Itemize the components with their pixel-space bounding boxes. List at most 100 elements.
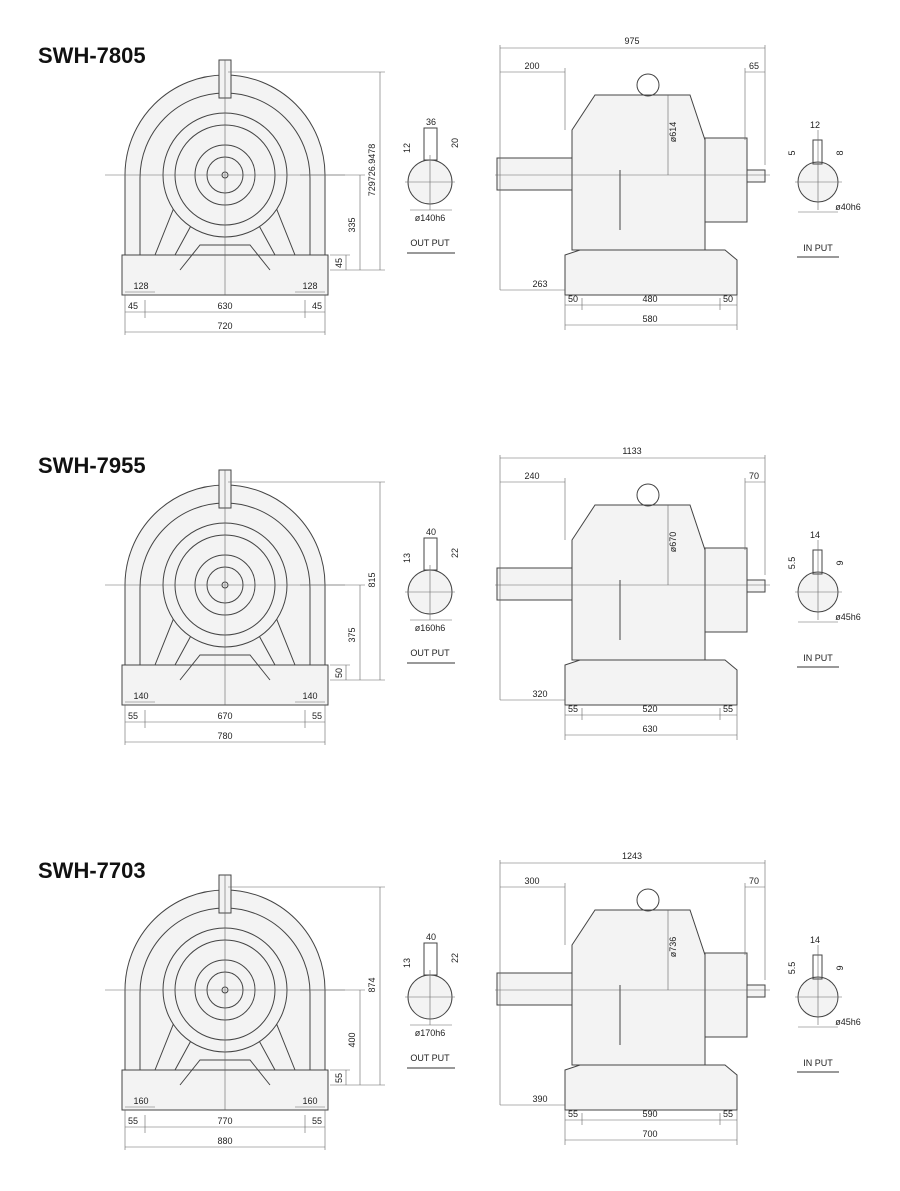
input-key-depth: 5 <box>787 150 797 155</box>
output-shaft <box>496 972 573 1006</box>
base-edge-left-dim: 55 <box>568 1109 578 1119</box>
shaft-length-dim: 240 <box>524 471 539 481</box>
output-label: OUT PUT <box>410 1053 450 1063</box>
output-diameter: ø160h6 <box>415 623 446 633</box>
input-key-height: 8 <box>835 150 845 155</box>
motor-offset-dim: 65 <box>749 61 759 71</box>
output-key <box>423 942 438 976</box>
base-edge-left-dim: 55 <box>568 704 578 714</box>
lifting-eye-side <box>636 483 660 507</box>
output-key-width: 40 <box>426 932 436 942</box>
support-ribs <box>154 994 296 1071</box>
input-underline <box>797 666 839 668</box>
foot-right-dim: 128 <box>302 281 317 291</box>
center-height-dim: 375 <box>347 627 357 642</box>
gearbox-housing <box>571 94 706 251</box>
bolt-span-dim: 770 <box>217 1116 232 1126</box>
output-diameter: ø170h6 <box>415 1028 446 1038</box>
center-height-dim: 400 <box>347 1032 357 1047</box>
foot-left-dim: 128 <box>133 281 148 291</box>
motor-offset-dim: 70 <box>749 471 759 481</box>
output-key <box>423 537 438 571</box>
gearbox-housing <box>571 909 706 1066</box>
input-diameter: ø45h6 <box>835 612 861 622</box>
input-key-width: 14 <box>810 530 820 540</box>
base-span-dim: 590 <box>642 1109 657 1119</box>
output-underline <box>407 662 455 664</box>
edge-left-dim: 55 <box>128 1116 138 1126</box>
edge-right-dim: 55 <box>312 1116 322 1126</box>
output-shaft <box>496 157 573 191</box>
base-edge-right-dim: 55 <box>723 1109 733 1119</box>
edge-right-dim: 55 <box>312 711 322 721</box>
bolt-span-dim: 670 <box>217 711 232 721</box>
input-shaft <box>746 169 766 183</box>
foot-left-dim: 160 <box>133 1096 148 1106</box>
total-length-dim: 1133 <box>622 446 641 456</box>
input-key-depth: 5.5 <box>787 557 797 570</box>
input-shaft <box>746 579 766 593</box>
output-diameter: ø140h6 <box>415 213 446 223</box>
input-label: IN PUT <box>803 1058 833 1068</box>
output-underline <box>407 1067 455 1069</box>
output-key-depth: 12 <box>402 143 412 153</box>
total-width-dim: 720 <box>217 321 232 331</box>
output-label: OUT PUT <box>410 648 450 658</box>
base-edge-right-dim: 50 <box>723 294 733 304</box>
base-length-dim: 580 <box>642 314 657 324</box>
flange-diameter-dim: ø736 <box>668 937 678 958</box>
base-length-dim: 700 <box>642 1129 657 1139</box>
gearbox-housing <box>571 504 706 661</box>
motor-offset-dim: 70 <box>749 876 759 886</box>
output-key-depth: 13 <box>402 553 412 563</box>
center-height-dim: 335 <box>347 217 357 232</box>
base-height-dim: 50 <box>334 668 344 678</box>
output-key-width: 36 <box>426 117 436 127</box>
input-flange <box>704 137 748 223</box>
input-key-height: 9 <box>835 965 845 970</box>
input-underline <box>797 256 839 258</box>
shaft-to-base-dim: 263 <box>532 279 547 289</box>
support-ribs <box>154 589 296 666</box>
model-title: SWH-7805 <box>38 43 146 68</box>
input-key <box>812 139 823 165</box>
base-edge-left-dim: 50 <box>568 294 578 304</box>
input-label: IN PUT <box>803 653 833 663</box>
base-height-dim: 55 <box>334 1073 344 1083</box>
output-key-height: 20 <box>450 138 460 148</box>
total-height-dim: 815 <box>367 572 377 587</box>
shaft-length-dim: 300 <box>524 876 539 886</box>
output-underline <box>407 252 455 254</box>
output-key <box>423 127 438 161</box>
edge-left-dim: 45 <box>128 301 138 311</box>
flange-diameter-dim: ø670 <box>668 532 678 553</box>
output-label: OUT PUT <box>410 238 450 248</box>
side-base <box>564 249 738 296</box>
input-key <box>812 549 823 575</box>
input-label: IN PUT <box>803 243 833 253</box>
bolt-span-dim: 630 <box>217 301 232 311</box>
input-diameter: ø45h6 <box>835 1017 861 1027</box>
input-key <box>812 954 823 980</box>
output-shaft <box>496 567 573 601</box>
output-key-depth: 13 <box>402 958 412 968</box>
lifting-eye-side <box>636 73 660 97</box>
support-ribs <box>154 179 296 256</box>
base-height-dim: 45 <box>334 258 344 268</box>
base-span-dim: 480 <box>642 294 657 304</box>
edge-left-dim: 55 <box>128 711 138 721</box>
foot-left-dim: 140 <box>133 691 148 701</box>
output-key-width: 40 <box>426 527 436 537</box>
total-height-dim: 729726.9478 <box>367 144 377 197</box>
model-title: SWH-7955 <box>38 453 146 478</box>
